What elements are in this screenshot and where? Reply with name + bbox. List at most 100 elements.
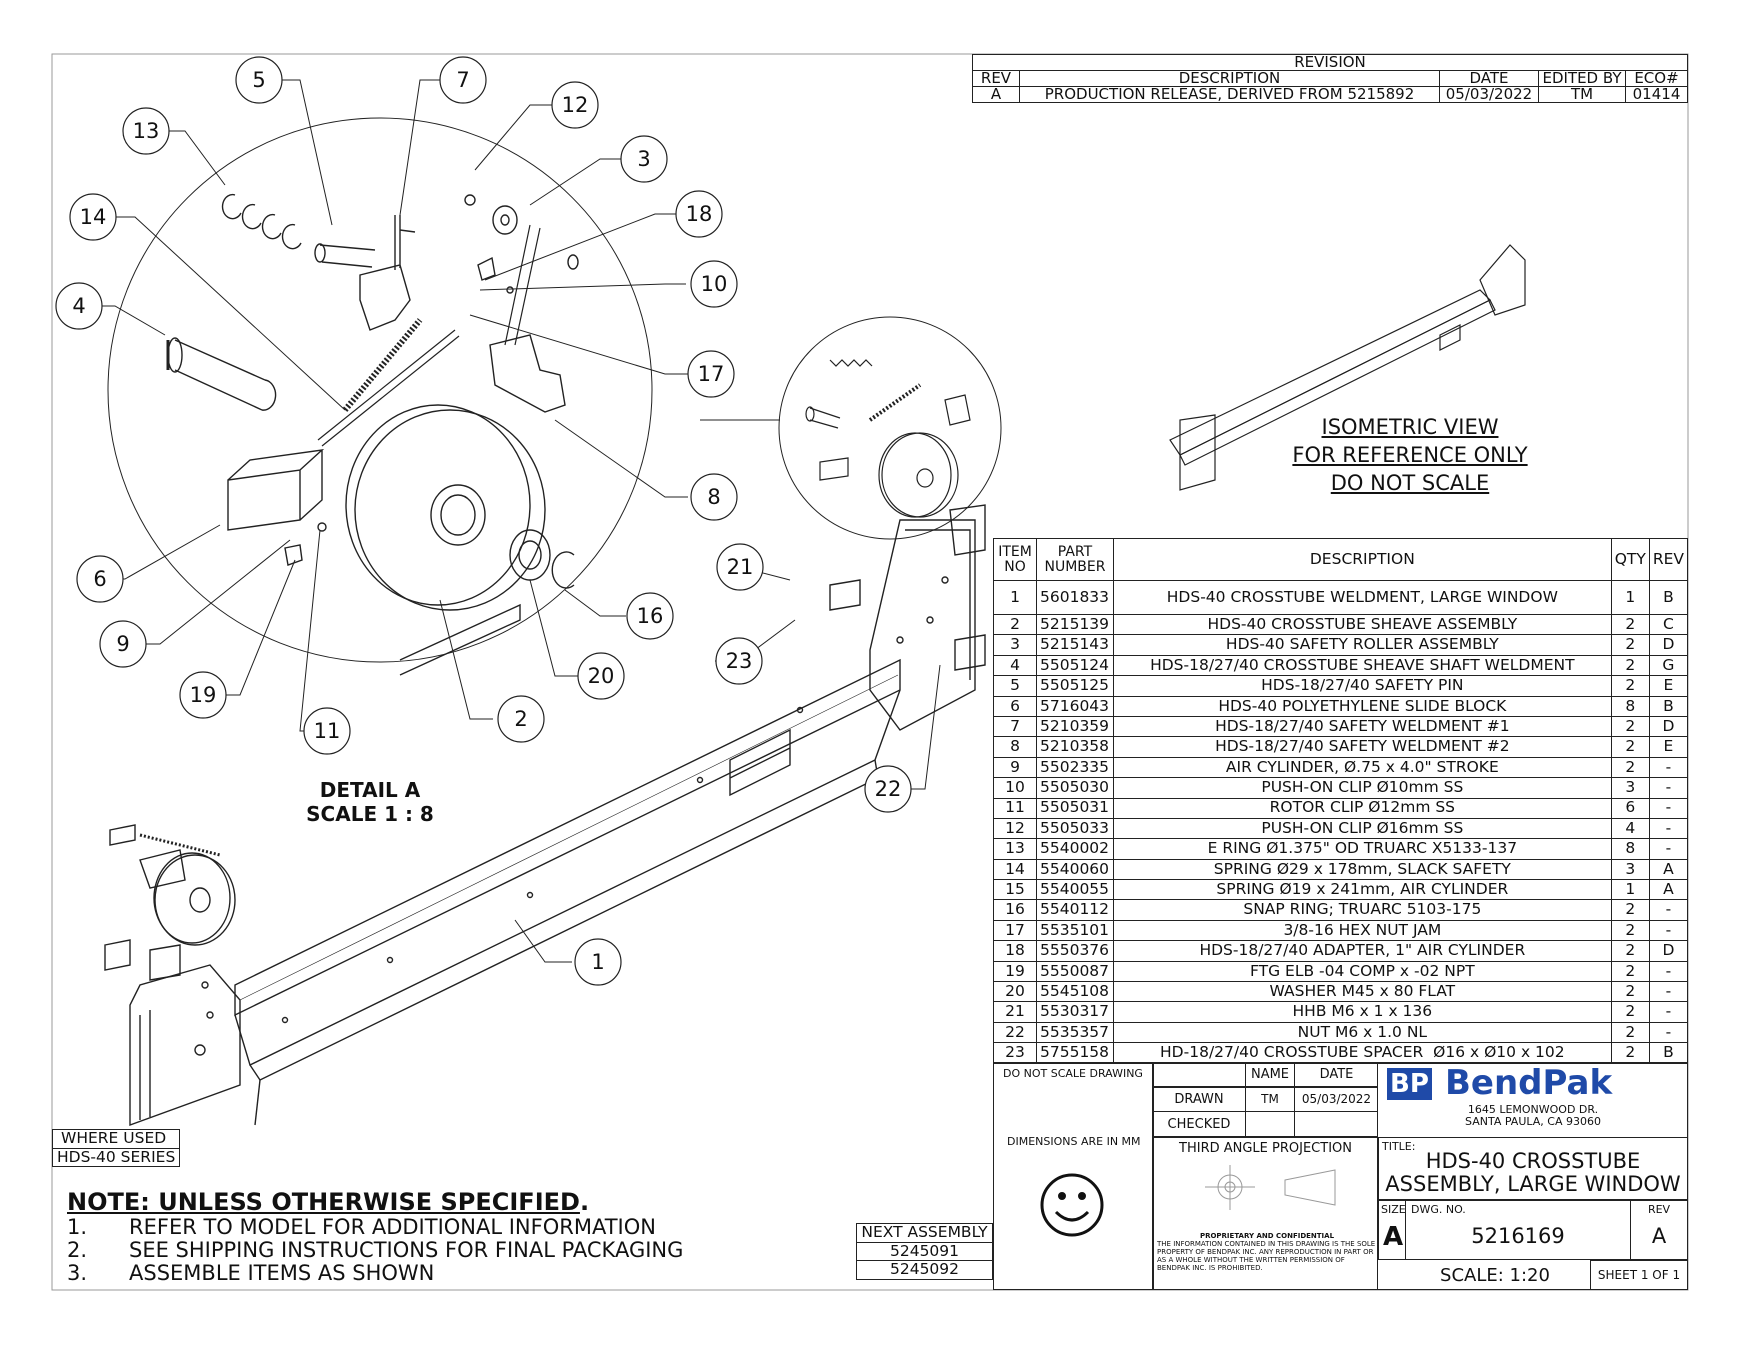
balloon-2: 2: [514, 707, 528, 731]
bom-description: FTG ELB -04 COMP x -02 NPT: [1113, 960, 1612, 983]
sheet-number: SHEET 1 OF 1: [1597, 1268, 1681, 1282]
bom-qty: 4: [1610, 817, 1650, 840]
bom-part-number: 5540112: [1036, 899, 1114, 921]
bom-rev: -: [1648, 981, 1689, 1003]
bom-qty: 2: [1610, 736, 1650, 758]
bom-part-number: 5505033: [1036, 817, 1114, 840]
bom-part-number: 5215143: [1036, 634, 1114, 656]
detail-a-label: DETAIL A SCALE 1 : 8: [300, 778, 440, 826]
bom-qty: 3: [1610, 777, 1650, 799]
bom-item-no: 16: [993, 899, 1037, 921]
isometric-note-line-1: ISOMETRIC VIEW: [1321, 415, 1499, 439]
bom-item-no: 5: [993, 675, 1037, 697]
notes-heading: NOTE: UNLESS OTHERWISE SPECIFIED.: [67, 1188, 590, 1216]
where-used-table: WHERE USED HDS-40 SERIES: [51, 1129, 181, 1167]
isometric-note-line-2: FOR REFERENCE ONLY: [1292, 443, 1528, 467]
bom-qty: 8: [1610, 695, 1650, 717]
revision-edited-by: TM: [1538, 86, 1626, 103]
bom-rev: A: [1648, 879, 1689, 901]
proprietary-text: THE INFORMATION CONTAINED IN THIS DRAWIN…: [1157, 1240, 1376, 1272]
drawing-title: HDS-40 CROSSTUBE ASSEMBLY, LARGE WINDOW: [1378, 1150, 1688, 1196]
left-end-plate: [129, 964, 241, 1126]
bom-rev: -: [1648, 899, 1689, 921]
leader-lines: [96, 79, 941, 963]
bom-qty: 2: [1610, 675, 1650, 697]
bom-qty: 1: [1610, 879, 1650, 901]
bom-item-no: 10: [993, 777, 1037, 799]
bom-part-number: 5755158: [1036, 1042, 1114, 1064]
balloon-19: 19: [189, 683, 217, 707]
detail-a-title: DETAIL A: [319, 778, 421, 802]
projection-label: THIRD ANGLE PROJECTION: [1179, 1141, 1352, 1156]
balloon-8: 8: [707, 485, 721, 509]
slide-block: [227, 448, 325, 531]
bom-description: HDS-40 SAFETY ROLLER ASSEMBLY: [1113, 634, 1612, 656]
balloon-6: 6: [93, 567, 107, 591]
dwg-number: 5216169: [1471, 1224, 1565, 1248]
balloon-circles: [55, 56, 912, 986]
bom-rev: -: [1648, 1021, 1689, 1044]
dimensions-note: DIMENSIONS ARE IN MM: [1007, 1135, 1141, 1148]
bom-header-rev: REV: [1648, 538, 1689, 581]
bom-item-no: 9: [993, 756, 1037, 779]
bom-description: E RING Ø1.375" OD TRUARC X5133-137: [1113, 838, 1612, 860]
bom-header-description: DESCRIPTION: [1113, 538, 1612, 581]
bom-qty: 2: [1610, 960, 1650, 983]
drawn-date: 05/03/2022: [1301, 1092, 1372, 1106]
name-header: NAME: [1250, 1067, 1290, 1082]
bom-item-no: 8: [993, 736, 1037, 758]
bom-description: HDS-40 POLYETHYLENE SLIDE BLOCK: [1113, 695, 1612, 717]
revision-rev: A: [972, 86, 1020, 103]
bom-rev: -: [1648, 797, 1689, 819]
revision-header-edited-by: EDITED BY: [1538, 70, 1626, 87]
bom-qty: 2: [1610, 1021, 1650, 1044]
revision-header-date: DATE: [1439, 70, 1539, 87]
balloon-7: 7: [456, 68, 470, 92]
note-number: 3.: [67, 1261, 88, 1285]
bom-rev: -: [1648, 919, 1689, 942]
bom-qty: 3: [1610, 858, 1650, 881]
bom-part-number: 5550376: [1036, 940, 1114, 962]
balloon-20: 20: [587, 664, 615, 688]
bom-item-no: 11: [993, 797, 1037, 819]
bom-rev: D: [1648, 940, 1689, 962]
bom-item-no: 12: [993, 817, 1037, 840]
detail-a-boundary: [107, 117, 653, 663]
detail-a-view: [107, 117, 653, 676]
bom-part-number: 5535101: [1036, 919, 1114, 942]
bom-qty: 2: [1610, 654, 1650, 677]
right-end-plate: [869, 519, 976, 731]
balloon-13: 13: [132, 119, 160, 143]
bom-description: HDS-18/27/40 CROSSTUBE SHEAVE SHAFT WELD…: [1113, 654, 1612, 677]
smiley-icon: [1040, 1173, 1104, 1237]
sheet-border: [51, 53, 1689, 1291]
title-label: TITLE:: [1382, 1140, 1416, 1153]
note-number: 1.: [67, 1215, 88, 1239]
bom-part-number: 5530317: [1036, 1001, 1114, 1023]
bom-description: SPRING Ø19 x 241mm, AIR CYLINDER: [1113, 879, 1612, 901]
bom-qty: 2: [1610, 899, 1650, 921]
bom-qty: 6: [1610, 797, 1650, 819]
bom-item-no: 17: [993, 919, 1037, 942]
do-not-scale-label: DO NOT SCALE DRAWING: [1003, 1067, 1143, 1080]
revision-date: 05/03/2022: [1439, 86, 1539, 103]
bom-rev: E: [1648, 736, 1689, 758]
bom-part-number: 5716043: [1036, 695, 1114, 717]
bom-rev: -: [1648, 1001, 1689, 1023]
washer: [509, 529, 551, 581]
revision-header-eco: ECO#: [1625, 70, 1688, 87]
bom-description: AIR CYLINDER, Ø.75 x 4.0" STROKE: [1113, 756, 1612, 779]
bom-part-number: 5535357: [1036, 1021, 1114, 1044]
note-item: 3.ASSEMBLE ITEMS AS SHOWN: [67, 1262, 767, 1285]
crosstube-weldment: [104, 504, 986, 1126]
bom-item-no: 23: [993, 1042, 1037, 1064]
